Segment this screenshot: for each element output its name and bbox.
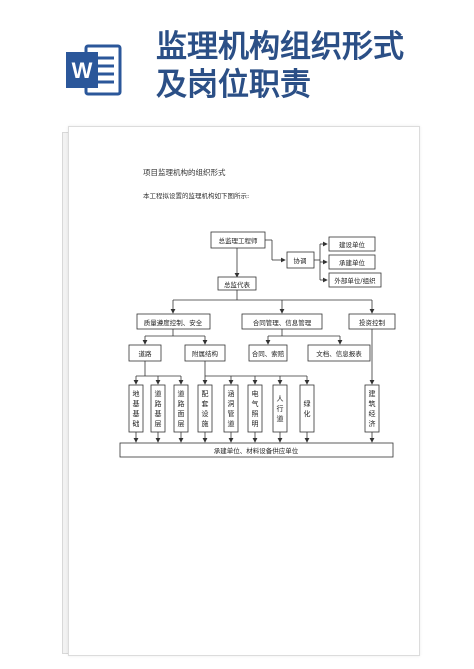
leaf-label: 电气照明 [252,389,259,428]
bottom-box [119,442,394,458]
partner-box-3 [328,272,382,288]
sub-label-road: 道路 [139,349,153,358]
bottom-label: 承建单位、材料设备供应单位 [214,446,299,455]
chief-box [210,231,266,249]
partner-label-1: 建设单位 [339,240,366,249]
node-labels: 总监理工程师 协调 建设单位 承建单位 外部单位/组织 总监代表 质量遵度控制、… [139,236,386,455]
dept-box-quality [136,313,211,330]
leaf-label: 人行道 [277,395,284,423]
title-line-1: 监理机构组织形式 [156,29,404,65]
sub-label-archive: 文档、信息报表 [316,349,362,358]
sub-box-archive [307,344,371,362]
intro-text: 本工程拟设置的监理机构如下图所示: [143,192,250,200]
partner-box-1 [328,236,376,252]
leaf-label: 配套设施 [202,390,209,428]
sub-label-claims: 合同、索赔 [252,349,285,358]
leaf-label: 道路基层 [155,389,162,428]
leaf-to-bottom-lines [133,432,375,443]
coordination-label: 协调 [294,256,307,265]
document-page [68,126,420,656]
word-icon-letter: W [72,58,93,83]
leaf-label: 建筑经济 [369,389,376,428]
node-boxes [119,231,396,458]
leaf-label: 绿化 [304,399,311,418]
dept-label-quality: 质量遵度控制、安全 [144,318,203,327]
word-document-icon: W [66,40,122,100]
sub-label-structure: 附属结构 [192,349,219,358]
dept-label-contract: 合同管理、信息管理 [253,318,312,327]
deputy-box [217,276,257,291]
sub-box-structure [184,344,226,362]
dept-box-contract [241,313,323,330]
sub-box-claims [248,344,288,362]
deputy-label: 总监代表 [224,280,251,289]
page-title: 监理机构组织形式 及岗位职责 [156,28,456,104]
partner-label-2: 承建单位 [339,258,366,267]
coordination-box [286,251,315,269]
title-line-2: 及岗位职责 [156,67,311,103]
leaf-labels: 地基基础 道路基层 道路面层 配套设施 涵洞管道 电气照明 人行道 绿化 建筑经济 [133,389,376,428]
leaf-label: 涵洞管道 [228,389,235,428]
section-title: 项目监理机构的组织形式 [143,168,226,177]
chief-label: 总监理工程师 [219,236,259,245]
leaf-label: 地基基础 [133,389,140,428]
dept-box-investment [348,313,396,330]
partner-label-3: 外部单位/组织 [334,276,376,285]
sub-box-road [128,344,162,362]
dept-label-investment: 投资控制 [359,318,386,327]
leaf-label: 道路面层 [178,389,185,428]
partner-box-2 [328,254,376,270]
connector-lines [133,239,375,443]
